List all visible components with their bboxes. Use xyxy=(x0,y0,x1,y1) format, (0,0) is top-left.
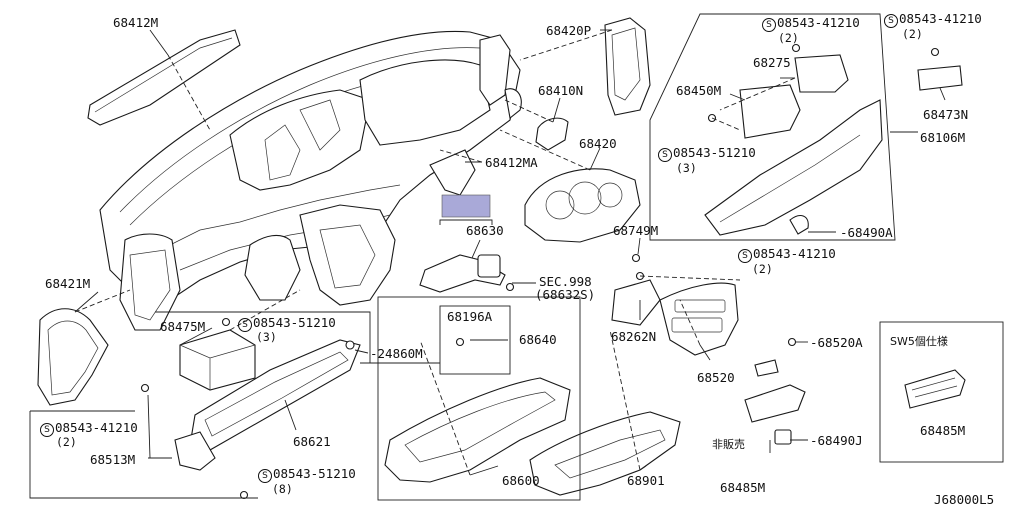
screw-qty: (2) xyxy=(752,262,773,276)
label-68490J-text: 68490J xyxy=(817,433,863,448)
s-circle-icon: S xyxy=(658,148,672,162)
screw-number: 08543-41210 xyxy=(777,15,860,30)
box-68600-group xyxy=(377,296,581,501)
label-68475M[interactable]: 68475M xyxy=(160,319,206,334)
screw-number: 08543-41210 xyxy=(899,11,982,26)
s-circle-icon: S xyxy=(762,18,776,32)
screw-number: 08543-51210 xyxy=(253,315,336,330)
center-bezel-68520 xyxy=(659,282,739,356)
screw-qty: (8) xyxy=(272,482,293,496)
label-68412M[interactable]: 68412M xyxy=(113,15,159,30)
label-68196A[interactable]: 68196A xyxy=(447,309,493,324)
label-68420P[interactable]: 68420P xyxy=(546,23,592,38)
lower-cover-68901 xyxy=(529,411,681,496)
part-68106M xyxy=(704,99,883,236)
leader-lines xyxy=(74,29,946,476)
switch-68485M-sw5 xyxy=(904,369,966,409)
box-sw5 xyxy=(879,321,1004,463)
screw-number: 08543-51210 xyxy=(673,145,756,160)
meter-cluster-68420 xyxy=(524,168,641,243)
dashed-guides xyxy=(74,29,796,476)
label-68490A-text: 68490A xyxy=(847,225,893,240)
s-circle-icon: S xyxy=(884,14,898,28)
panel-68420P xyxy=(604,17,651,116)
label-68420[interactable]: 68420 xyxy=(579,136,617,151)
instrument-panel-drawing xyxy=(99,30,522,331)
label-sec998[interactable]: SEC.998 xyxy=(539,274,592,289)
label-68901[interactable]: 68901 xyxy=(627,473,665,488)
screw-qty: (3) xyxy=(676,161,697,175)
screw-number: 08543-41210 xyxy=(55,420,138,435)
diagram-code: J68000L5 xyxy=(934,492,995,507)
screw-number: 08543-41210 xyxy=(753,246,836,261)
part-68450M xyxy=(739,84,801,139)
part-68490A xyxy=(789,215,809,235)
label-68749M[interactable]: 68749M xyxy=(613,223,659,238)
part-68410N xyxy=(535,117,569,151)
screw-qty: (2) xyxy=(56,435,77,449)
label-68106M[interactable]: 68106M xyxy=(920,130,966,145)
label-24860M[interactable]: -24860M xyxy=(370,346,423,361)
right-group-frame xyxy=(649,13,896,241)
part-68262N xyxy=(611,279,661,326)
frame-left xyxy=(29,411,258,499)
label-68262N[interactable]: 68262N xyxy=(611,329,657,344)
label-68473N[interactable]: 68473N xyxy=(923,107,969,122)
label-68621[interactable]: 68621 xyxy=(293,434,331,449)
label-68640[interactable]: 68640 xyxy=(519,332,557,347)
label-68410N[interactable]: 68410N xyxy=(538,83,584,98)
screw-qty: (2) xyxy=(902,27,923,41)
label-68412MA[interactable]: 68412MA xyxy=(485,155,538,170)
label-68450M[interactable]: 68450M xyxy=(676,83,722,98)
label-68630[interactable]: 68630 xyxy=(466,223,504,238)
glove-box-68600 xyxy=(384,377,571,483)
part-68412MA xyxy=(429,149,476,196)
label-68421M[interactable]: 68421M xyxy=(45,276,91,291)
s-circle-icon: S xyxy=(258,469,272,483)
caption-not-for-sale: 非販売 xyxy=(712,438,745,451)
screw-qty: (2) xyxy=(778,31,799,45)
label-68520[interactable]: 68520 xyxy=(697,370,735,385)
label-sec998-sub: (68632S) xyxy=(535,287,596,302)
s-circle-icon: S xyxy=(738,249,752,263)
label-68275[interactable]: 68275 xyxy=(753,55,791,70)
label-68490J[interactable]: -68490J xyxy=(810,433,863,448)
highlighted-part-68630[interactable] xyxy=(441,194,491,218)
box-68196A xyxy=(439,305,511,375)
label-68490A[interactable]: -68490A xyxy=(840,225,893,240)
label-68485M-b[interactable]: 68485M xyxy=(720,480,766,495)
s-circle-icon: S xyxy=(40,423,54,437)
side-cover-68421M xyxy=(37,308,109,406)
caption-sw5-spec: SW5個仕様 xyxy=(890,335,948,348)
label-68513M[interactable]: 68513M xyxy=(90,452,136,467)
screw-qty: (3) xyxy=(256,330,277,344)
label-68485M-c[interactable]: 68485M xyxy=(920,423,966,438)
screw-number: 08543-51210 xyxy=(273,466,356,481)
switch-68485M xyxy=(744,384,806,423)
label-68520A-text: 68520A xyxy=(817,335,863,350)
part-68275 xyxy=(794,54,849,93)
label-68600[interactable]: 68600 xyxy=(502,473,540,488)
screw-marks xyxy=(140,43,940,500)
s-circle-icon: S xyxy=(238,318,252,332)
part-68473N xyxy=(917,65,963,91)
label-24860M-text: 24860M xyxy=(377,346,423,361)
top-cover-68412M xyxy=(87,29,241,126)
label-68520A[interactable]: -68520A xyxy=(810,335,863,350)
